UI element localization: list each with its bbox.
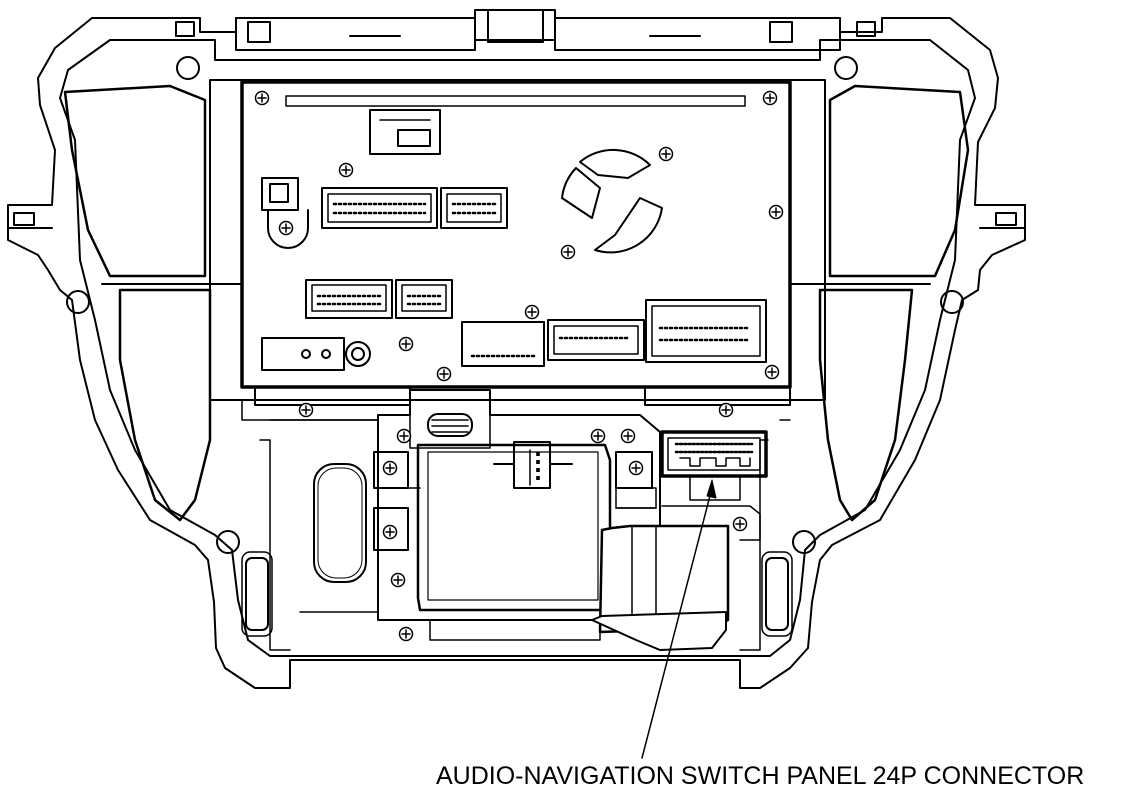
unit-antenna-connector [261,337,371,371]
unit-connector-row-3 [461,299,767,367]
outer-bezel-frame [7,9,1026,689]
connector-callout-label: AUDIO-NAVIGATION SWITCH PANEL 24P CONNEC… [436,762,1085,790]
cooling-fan-vent [561,148,663,254]
unit-connector-row-1 [321,187,508,229]
unit-connector-row-2 [305,279,453,319]
callout-leader-line [641,479,717,759]
unit-connector-top-small [369,109,441,155]
audio-unit-housing [209,79,826,421]
audio-navigation-switch-panel-24p-connector [660,430,768,501]
unit-connector-bracket-left [261,177,309,249]
unit-screws [254,90,784,418]
